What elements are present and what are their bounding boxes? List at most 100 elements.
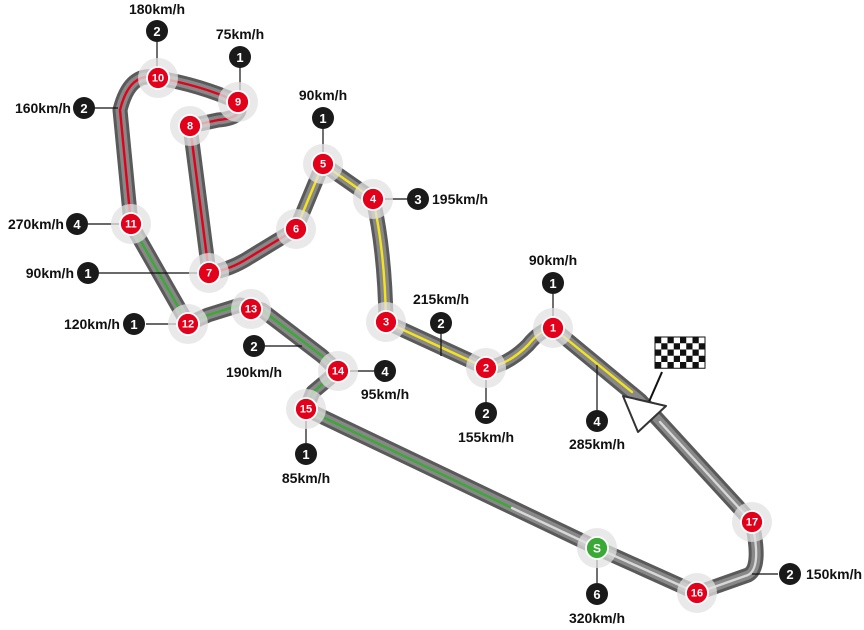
gear-badge — [542, 272, 564, 294]
direction-arrow-icon — [622, 395, 667, 433]
corner-marker-5: 5 — [303, 144, 343, 184]
gear-badge — [475, 402, 497, 424]
gear-badge — [430, 312, 452, 334]
corner-number: 17 — [746, 517, 758, 529]
corner-number: 10 — [152, 73, 164, 85]
track — [112, 69, 764, 601]
speed-annotation: 1 90km/h — [529, 252, 577, 294]
corner-marker-17: 17 — [732, 502, 772, 542]
gear-badge — [73, 97, 95, 119]
gear-number: 2 — [80, 101, 87, 116]
corner-number: 6 — [293, 224, 299, 236]
speed-label: 190km/h — [226, 364, 282, 380]
speed-label: 90km/h — [529, 252, 577, 268]
corner-marker-1: 1 — [533, 308, 573, 348]
gear-badge — [779, 563, 801, 585]
corner-disc — [294, 397, 318, 421]
gear-badge — [66, 213, 88, 235]
speed-label: 85km/h — [282, 470, 330, 486]
gear-number: 2 — [153, 24, 160, 39]
corner-number: 15 — [300, 404, 312, 416]
speed-label: 120km/h — [64, 316, 120, 332]
corner-disc — [585, 536, 609, 560]
speed-label: 90km/h — [26, 265, 74, 281]
gear-badge — [229, 46, 251, 68]
finish-marker — [622, 336, 706, 433]
corner-disc — [119, 212, 143, 236]
gear-badge — [374, 360, 396, 382]
gear-number: 2 — [437, 316, 444, 331]
corner-disc — [541, 316, 565, 340]
gear-number: 6 — [593, 587, 600, 602]
corner-marker-3: 3 — [366, 302, 406, 342]
speed-label: 215km/h — [413, 291, 469, 307]
speed-annotation: 1 85km/h — [282, 443, 330, 486]
corner-disc — [226, 90, 250, 114]
corner-marker-8: 8 — [170, 106, 210, 146]
gear-number: 1 — [84, 266, 91, 281]
gear-badge — [146, 20, 168, 42]
gear-badge — [407, 188, 429, 210]
corner-disc — [284, 217, 308, 241]
corner-marker-s: S — [577, 528, 617, 568]
gear-number: 1 — [130, 317, 137, 332]
speed-label: 160km/h — [15, 100, 71, 116]
corner-marker-4: 4 — [353, 179, 393, 219]
corner-number: S — [593, 542, 601, 556]
gear-number: 1 — [549, 276, 556, 291]
corner-disc — [374, 310, 398, 334]
gear-number: 4 — [593, 414, 601, 429]
gear-number: 1 — [236, 50, 243, 65]
gear-badge — [243, 335, 265, 357]
corner-disc — [311, 152, 335, 176]
gear-badge — [123, 313, 145, 335]
corner-disc — [178, 114, 202, 138]
gear-number: 1 — [302, 447, 309, 462]
corner-disc — [176, 312, 200, 336]
corner-disc — [197, 261, 221, 285]
corner-marker-16: 16 — [677, 573, 717, 613]
corner-marker-15: 15 — [286, 389, 326, 429]
corner-disc — [474, 356, 498, 380]
speed-label: 155km/h — [458, 429, 514, 445]
gear-badge — [586, 410, 608, 432]
corner-number: 1 — [550, 323, 556, 335]
gear-number: 4 — [381, 364, 389, 379]
speed-label: 90km/h — [299, 87, 347, 103]
corner-number: 16 — [691, 588, 703, 600]
speed-label: 285km/h — [569, 436, 625, 452]
speed-annotation: 1 120km/h — [64, 313, 145, 335]
speed-annotation: 190km/h — [299, 87, 347, 129]
flag-pole — [647, 371, 663, 405]
corner-marker-12: 12 — [168, 304, 208, 344]
checkered-flag-icon — [654, 336, 706, 369]
corner-number: 5 — [320, 159, 326, 171]
speed-annotation: 4 270km/h — [8, 213, 88, 235]
sector-lines — [118, 75, 758, 595]
gear-number: 4 — [73, 217, 81, 232]
corner-number: 12 — [182, 319, 194, 331]
speed-label: 95km/h — [361, 386, 409, 402]
corner-number: 11 — [125, 219, 137, 231]
speed-annotation: 1 90km/h — [26, 262, 99, 284]
corner-number: 4 — [370, 194, 377, 206]
corner-marker-6: 6 — [276, 209, 316, 249]
corner-marker-13: 13 — [231, 289, 271, 329]
corner-number: 9 — [235, 97, 241, 109]
corner-disc — [740, 510, 764, 534]
corner-disc — [361, 187, 385, 211]
speed-annotation: 4 285km/h — [569, 410, 625, 452]
speed-label: 270km/h — [8, 216, 64, 232]
speed-annotation: 4 95km/h — [361, 360, 409, 402]
corner-number: 2 — [483, 363, 489, 375]
gear-badge — [312, 107, 334, 129]
speed-annotation: 2 160km/h — [15, 97, 95, 119]
